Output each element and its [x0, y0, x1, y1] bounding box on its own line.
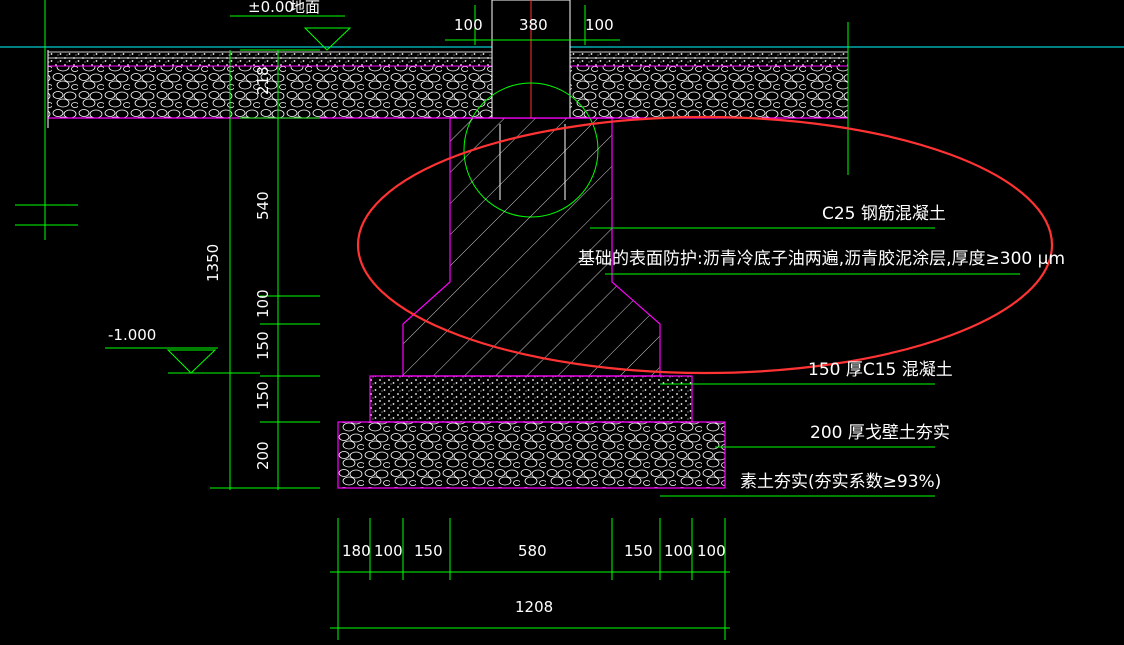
dim-100-vert: 100 [254, 289, 272, 318]
callout-concrete: C25 钢筋混凝土 [822, 204, 946, 224]
dim-200-vert: 200 [254, 441, 272, 470]
ground-elevation-mark: ±0.00 地面 [230, 0, 352, 51]
callout-surface-protection: 基础的表面防护:沥青冷底子油两遍,沥青胶泥涂层,厚度≥300 μm [578, 249, 1065, 269]
bottom-dimensions: 180 100 150 580 150 100 100 1208 [330, 518, 730, 640]
dim-bottom-100-b: 100 [664, 542, 693, 560]
dim-218: 218 [254, 66, 272, 95]
callout-gravel: 200 厚戈壁土夯实 [810, 423, 950, 443]
left-dimensions: 218 540 1350 100 150 150 200 [15, 0, 320, 490]
foundation-body [402, 117, 661, 377]
ground-label: 地面 [290, 0, 320, 16]
low-elevation-mark: -1.000 [105, 326, 260, 374]
gravel-layer [337, 421, 726, 489]
dim-bottom-180: 180 [342, 542, 371, 560]
callout-c15: 150 厚C15 混凝土 [808, 360, 953, 380]
c15-layer [369, 375, 693, 423]
dim-540: 540 [254, 191, 272, 220]
dim-380: 380 [519, 16, 548, 34]
dim-bottom-150-b: 150 [624, 542, 653, 560]
elev-ground-label: ±0.00 [248, 0, 294, 16]
dim-bottom-150-a: 150 [414, 542, 443, 560]
dim-100-right: 100 [585, 16, 614, 34]
elev-low-label: -1.000 [108, 326, 156, 344]
dim-150-vert-b: 150 [254, 381, 272, 410]
dim-1350: 1350 [204, 244, 222, 282]
ground-slab [0, 22, 1124, 175]
dim-bottom-100-a: 100 [374, 542, 403, 560]
dim-100-left: 100 [454, 16, 483, 34]
dim-150-vert-a: 150 [254, 331, 272, 360]
top-dimensions: 100 380 100 [445, 5, 620, 45]
highlight-ellipse [356, 115, 1054, 375]
dim-bottom-580: 580 [518, 542, 547, 560]
callout-base-soil: 素土夯实(夯实系数≥93%) [740, 472, 941, 492]
callouts: C25 钢筋混凝土 基础的表面防护:沥青冷底子油两遍,沥青胶泥涂层,厚度≥300… [578, 204, 1065, 497]
dim-bottom-100-c: 100 [697, 542, 726, 560]
dim-bottom-total: 1208 [515, 598, 553, 616]
